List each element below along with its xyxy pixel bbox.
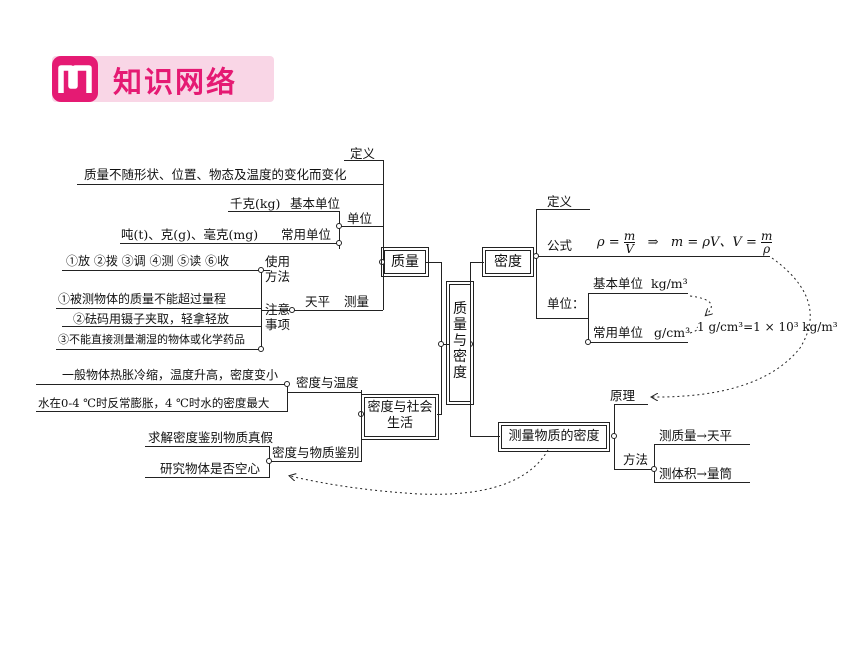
density-node: 密度 (482, 247, 534, 277)
mass-definition-label: 定义 (350, 146, 376, 161)
formula-rho: ρ (597, 235, 605, 250)
mass-node: 质量 (381, 247, 429, 277)
measure-mass-step: 测质量→天平 (659, 428, 732, 443)
formula-m: m (623, 229, 636, 243)
center-node-label: 质量与密度 (453, 301, 467, 381)
formula-derived: m = ρV、V = (670, 235, 757, 250)
density-ident-2: 研究物体是否空心 (160, 461, 261, 476)
density-formula-label: 公式 (547, 238, 573, 253)
balance-note-1: ①被测物体的质量不能超过量程 (58, 292, 227, 306)
measure-volume-step: 测体积→量筒 (659, 466, 732, 481)
center-node: 质量与密度 (446, 281, 474, 405)
density-temp-label: 密度与温度 (296, 375, 359, 390)
density-ident-label: 密度与物质鉴别 (272, 445, 360, 460)
arrow-density-to-measure (652, 257, 811, 397)
balance-label: 天平 (305, 294, 331, 309)
density-base-unit-label: 基本单位 (593, 276, 644, 291)
formula-rho-2: ρ (760, 242, 773, 255)
arrow-unit-conversion-2 (689, 326, 699, 334)
mass-definition-text: 质量不随形状、位置、物态及温度的变化而变化 (84, 167, 347, 182)
density-ident-1: 求解密度鉴别物质真假 (148, 430, 274, 445)
balance-usage-label: 使用方法 (265, 254, 291, 284)
density-temp-1: 一般物体热胀冷缩，温度升高，密度变小 (62, 368, 279, 382)
mass-common-units: 吨(t)、克(g)、毫克(mg) (121, 227, 259, 242)
formula-V: V (623, 242, 636, 256)
balance-note-3: ③不能直接测量潮湿的物体或化学药品 (58, 333, 245, 346)
arrow-measure-to-ident (290, 449, 549, 495)
page-title: 知识网络 (113, 65, 238, 99)
density-common-unit-label: 常用单位 (593, 325, 644, 340)
mass-base-unit: 千克(kg) (230, 196, 281, 211)
header-logo-icon (52, 56, 98, 102)
density-common-unit: g/cm³ (654, 325, 691, 340)
mass-common-unit-label: 常用单位 (281, 227, 332, 242)
balance-note-2: ②砝码用镊子夹取，轻拿轻放 (73, 312, 230, 326)
mass-base-unit-label: 基本单位 (290, 196, 341, 211)
measure-principle-label: 原理 (610, 388, 636, 403)
mass-measure-label: 测量 (344, 294, 370, 309)
formula-m-2: m (760, 229, 773, 243)
density-base-unit: kg/m³ (651, 276, 688, 291)
balance-notes-label: 注意事项 (265, 302, 291, 332)
density-definition-label: 定义 (547, 194, 573, 209)
arrow-unit-conversion (689, 295, 711, 315)
density-temp-2: 水在0-4 ℃时反常膨胀，4 ℃时水的密度最大 (38, 396, 270, 410)
density-life-node: 密度与社会生活 (361, 394, 439, 440)
mass-unit-label: 单位 (347, 211, 373, 226)
balance-usage-steps: ①放 ②拨 ③调 ④测 ⑤读 ⑥收 (66, 254, 230, 268)
measure-method-label: 方法 (623, 452, 649, 467)
density-unit-label: 单位： (547, 296, 585, 311)
measure-density-node: 测量物质的密度 (498, 422, 610, 452)
density-conversion: 1 g/cm³=1 × 10³ kg/m³ (697, 320, 838, 334)
